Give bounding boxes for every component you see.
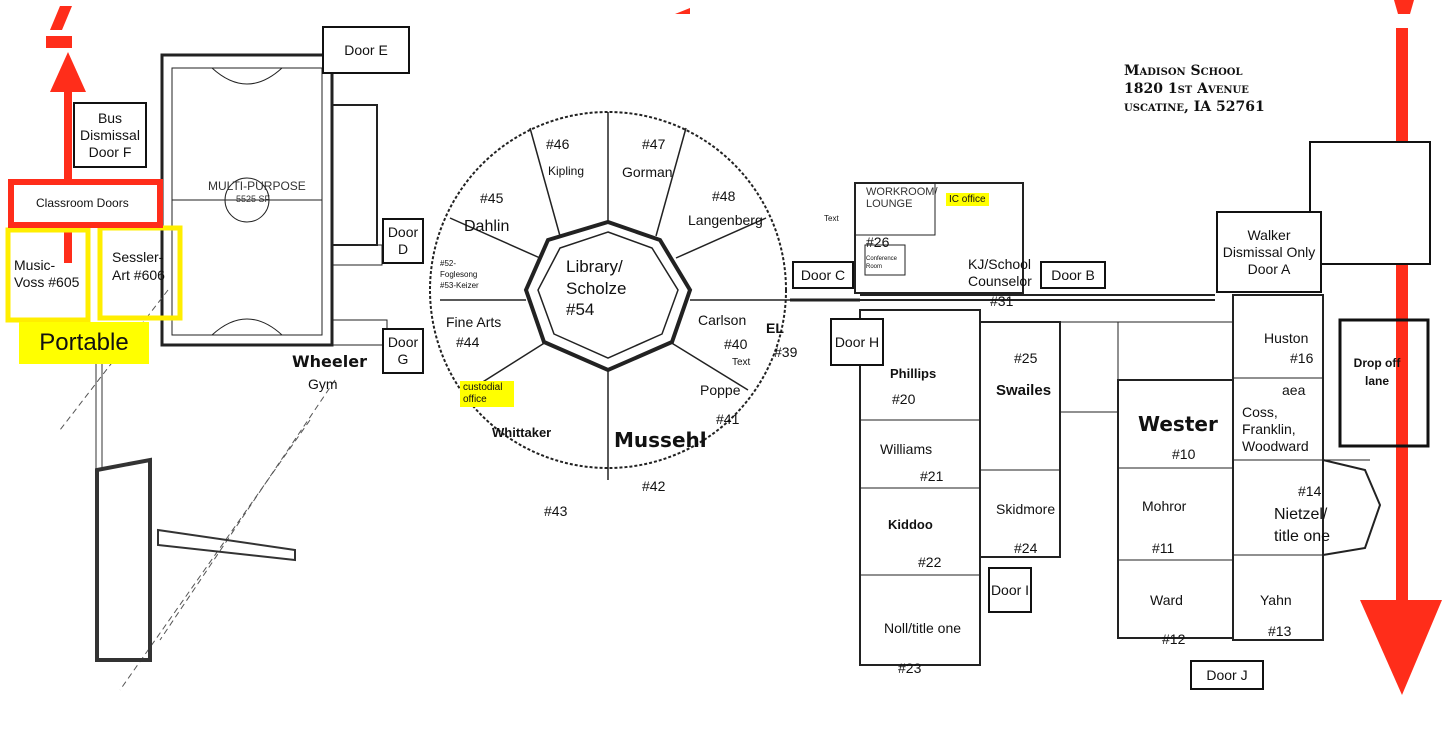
room-label: #24 — [1014, 540, 1038, 556]
room-label: #10 — [1172, 446, 1196, 462]
room-label: #45 — [480, 190, 504, 206]
room-label: Langenberg — [688, 212, 763, 228]
room-label: Fine Arts — [446, 314, 502, 330]
door-i[interactable]: Door I — [988, 567, 1032, 613]
room-label: EL — [766, 320, 784, 336]
door-a[interactable]: Walker Dismissal Only Door A — [1216, 211, 1322, 293]
drop-off-box — [1338, 318, 1430, 448]
wheeler-label: Wheeler — [292, 352, 367, 371]
gym-building — [160, 53, 388, 347]
library-number: #54 — [566, 300, 595, 319]
door-h[interactable]: Door H — [830, 318, 884, 366]
music-box — [5, 227, 91, 323]
room-label: #47 — [642, 136, 666, 152]
room-label: Mohror — [1142, 498, 1187, 514]
door-d[interactable]: Door D — [382, 218, 424, 264]
gym-label: Gym — [308, 376, 338, 392]
room-label: Skidmore — [996, 501, 1056, 517]
room-label: #46 — [546, 136, 570, 152]
room-label: #12 — [1162, 631, 1186, 647]
room-label: #52- Foglesong #53-Keizer — [440, 259, 479, 290]
room-label: #20 — [892, 391, 916, 407]
walkway — [95, 339, 296, 662]
room-label: #42 — [642, 478, 666, 494]
room-label: Yahn — [1260, 592, 1292, 608]
text-label: Text — [732, 357, 751, 368]
door-c[interactable]: Door C — [792, 261, 854, 289]
door-b[interactable]: Door B — [1040, 261, 1106, 289]
workroom-label: WORKROOM/ LOUNGE — [866, 186, 938, 210]
lot-box — [1309, 141, 1431, 265]
room-label: #21 — [920, 468, 944, 484]
room-label: Kipling — [548, 164, 585, 178]
round-building — [429, 111, 860, 480]
room-label: Swailes — [996, 382, 1052, 399]
room-label: Wester — [1138, 412, 1218, 436]
multipurpose-label: MULTI-PURPOSE — [208, 179, 306, 193]
room-label: Mussehl — [614, 428, 707, 452]
library-label: Library/ Scholze — [566, 257, 627, 298]
door-j[interactable]: Door J — [1190, 660, 1264, 690]
room-label: Coss, Franklin, Woodward — [1242, 404, 1309, 454]
room-label: Phillips — [890, 366, 937, 381]
conference-room: Conference Room — [866, 256, 898, 270]
room-label: #31 — [990, 293, 1014, 309]
room-label: #48 — [712, 188, 736, 204]
room-label: #11 — [1152, 540, 1175, 556]
drop-off-label: Drop off lane — [1353, 356, 1401, 388]
room-label: #40 — [724, 336, 748, 352]
classroom-wings — [859, 294, 1382, 666]
room-label: KJ/School Counselor — [968, 256, 1032, 289]
custodial-office: custodial office — [460, 381, 514, 407]
room-label: #16 — [1290, 350, 1314, 366]
room-label: Poppe — [700, 382, 741, 398]
room-label: Carlson — [698, 312, 747, 328]
address-line-3: uscatine, IA 52761 — [1124, 99, 1265, 115]
classroom-doors-label: Classroom Doors — [36, 196, 129, 210]
classroom-doors-box — [8, 179, 163, 228]
room-label: #22 — [918, 554, 942, 570]
address-line-1: Madison School — [1124, 63, 1243, 79]
ic-office: IC office — [946, 193, 989, 206]
door-f[interactable]: Bus Dismissal Door F — [73, 102, 147, 168]
music-room: Music-Voss #605 — [14, 257, 80, 290]
room-label: #25 — [1014, 350, 1038, 366]
address-line-2: 1820 1st Avenue — [1124, 81, 1249, 97]
room-label: #26 — [866, 234, 890, 250]
room-label: Gorman — [622, 164, 673, 180]
room-label: #41 — [716, 411, 740, 427]
room-label: #43 — [544, 503, 568, 519]
room-label: Huston — [1264, 330, 1309, 346]
drop-off-arrow — [1360, 0, 1442, 695]
multipurpose-area: 5525 SF — [236, 194, 271, 204]
room-label: #13 — [1268, 623, 1292, 639]
room-label: Dahlin — [464, 218, 510, 235]
art-room: Sessler-Art #606 — [112, 249, 165, 283]
portable-label: Portable — [19, 322, 149, 364]
room-label: Williams — [880, 441, 933, 457]
bus-arrow — [46, 6, 86, 263]
office-wing — [854, 182, 1215, 301]
room-label: Ward — [1150, 592, 1183, 608]
door-e[interactable]: Door E — [322, 26, 410, 74]
door-g[interactable]: Door G — [382, 328, 424, 374]
room-label: Whittaker — [492, 425, 552, 440]
room-label: #23 — [898, 660, 922, 676]
room-label: #14 — [1298, 483, 1322, 499]
text-label: Text — [824, 214, 839, 223]
room-label: #39 — [774, 344, 798, 360]
room-label: Kiddoo — [888, 517, 933, 532]
room-label: Noll/title one — [884, 620, 962, 636]
room-label: Nietzel/ title one — [1274, 506, 1331, 545]
room-label: #44 — [456, 334, 480, 350]
room-label: aea — [1282, 382, 1306, 398]
